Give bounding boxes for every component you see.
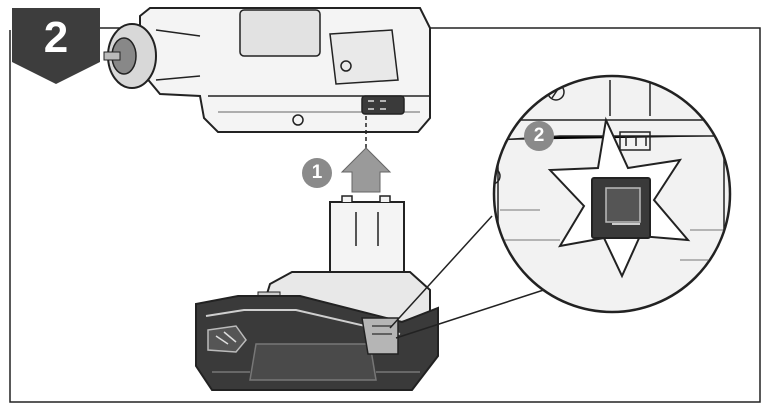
callout-1: 1 [302,158,332,188]
tool-body-icon [103,7,431,133]
battery-pack-icon [195,195,439,391]
leader-line-bottom [395,285,557,339]
release-latch-icon [361,317,399,355]
callout-2: 2 [524,121,554,151]
magnifier-detail-icon [492,74,732,314]
frame-border [9,27,761,403]
step-number: 2 [43,13,69,62]
arrow-up-icon [340,147,392,193]
step-badge-shape [12,8,100,84]
step-badge: 2 [12,8,100,84]
leader-line-top [389,215,493,329]
